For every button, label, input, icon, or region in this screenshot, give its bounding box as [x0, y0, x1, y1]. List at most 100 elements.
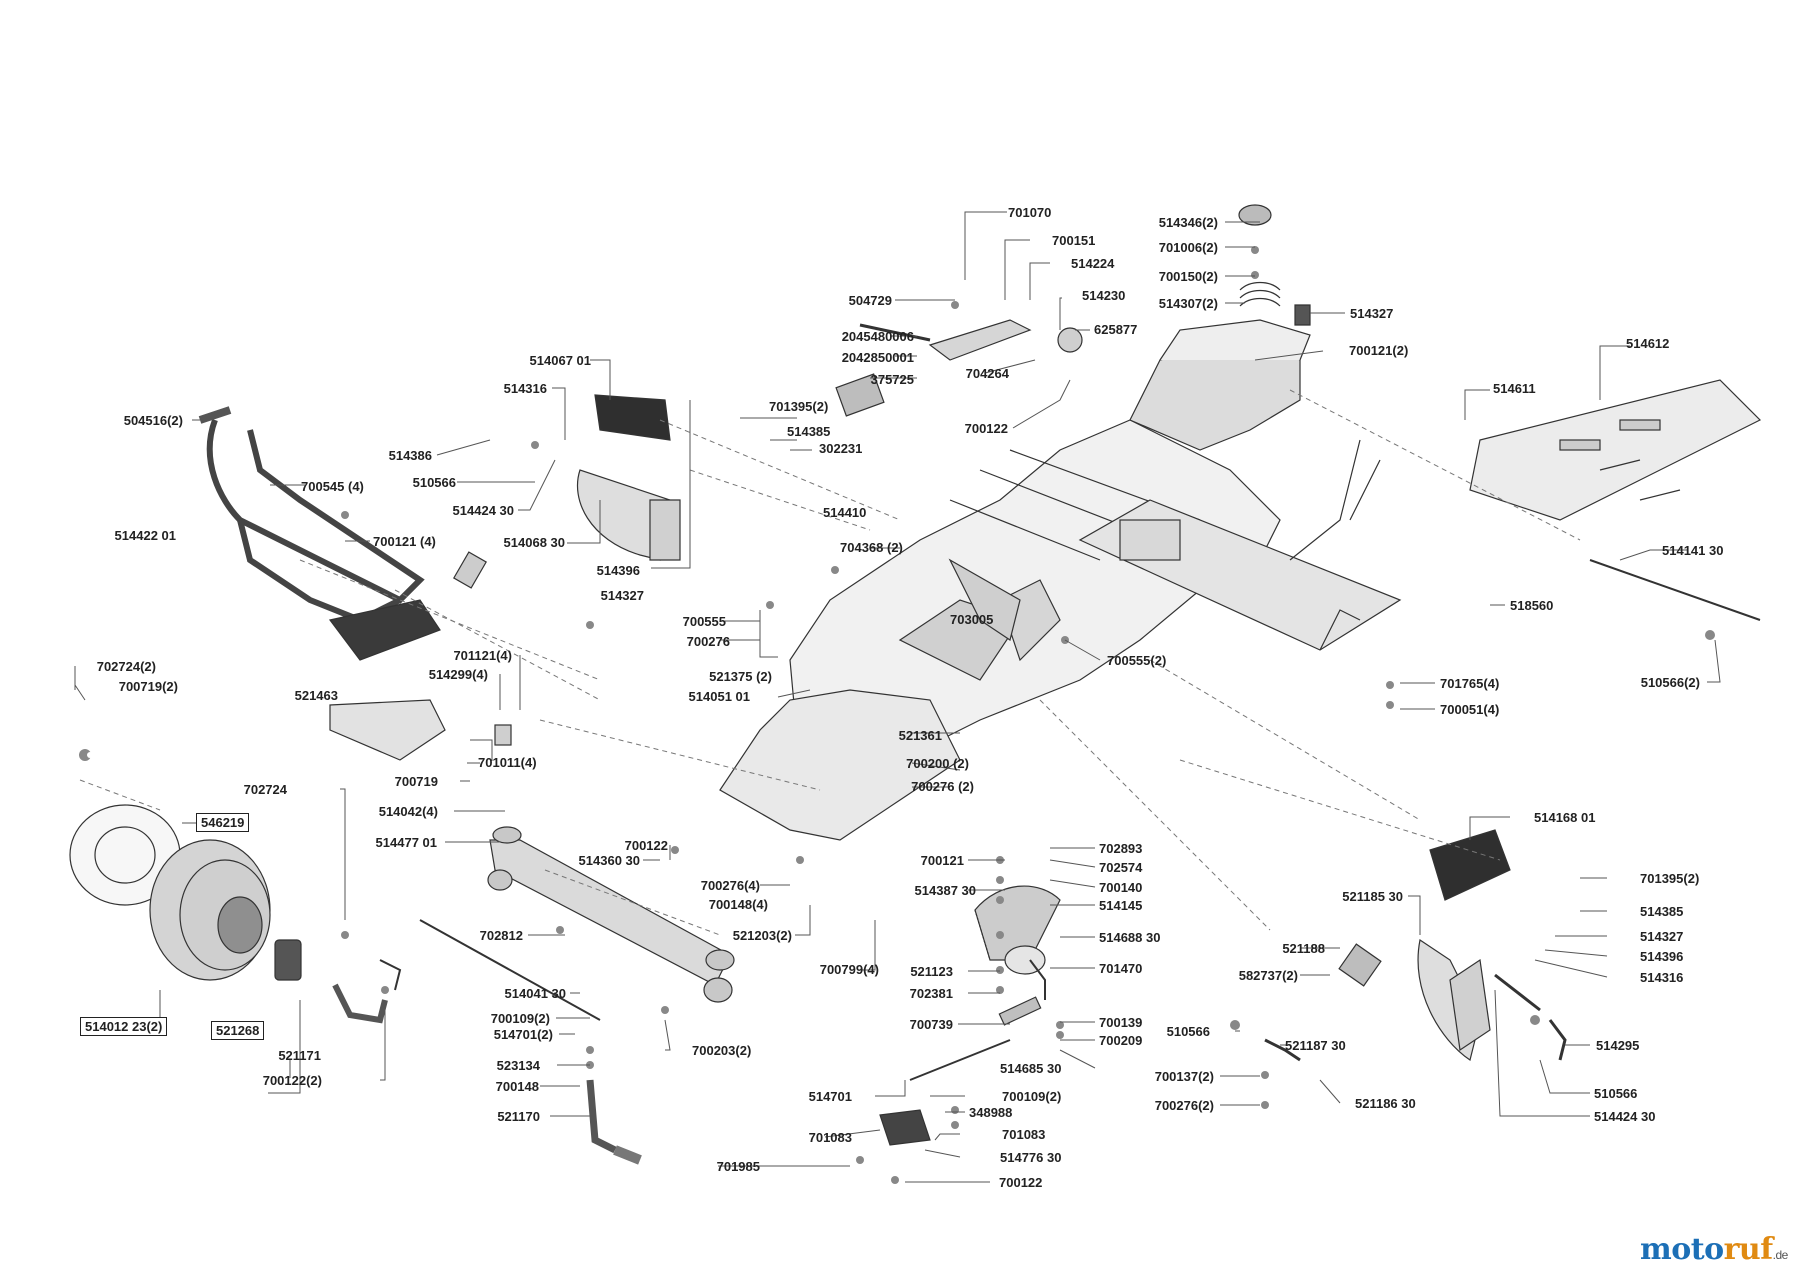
part-label: 700276(4): [700, 878, 760, 893]
part-label: 701006(2): [1158, 240, 1218, 255]
part-label: 504516(2): [123, 413, 183, 428]
part-label: 514041 30: [504, 986, 566, 1001]
rear-plate: [1469, 379, 1762, 521]
brand-accent: ruf: [1723, 1232, 1774, 1267]
part-label: 521203(2): [732, 928, 792, 943]
part-label: 700122(2): [262, 1073, 322, 1088]
part-label: 514051 01: [688, 689, 750, 704]
part-label: 700739: [909, 1017, 953, 1032]
part-521188: [1338, 943, 1382, 987]
part-label: 514410: [823, 505, 867, 520]
part-label: 700203(2): [692, 1043, 752, 1058]
part-label: 518560: [1510, 598, 1554, 613]
part-label: 521171: [278, 1048, 321, 1063]
part-label: 702574: [1099, 860, 1143, 875]
leader-lines: [74, 211, 1721, 1183]
part-label: 514424 30: [1594, 1109, 1656, 1124]
part-label: 2042850001: [841, 350, 914, 365]
part-label: 302231: [819, 441, 863, 456]
front-axle: [487, 826, 735, 1003]
part-label: 514776 30: [1000, 1150, 1062, 1165]
part-label: 703005: [950, 612, 994, 627]
part-label: 521170: [497, 1109, 540, 1124]
part-label: 700109(2): [1002, 1089, 1062, 1104]
part-label: 514327: [1640, 929, 1684, 944]
rod-514141: [1589, 559, 1761, 621]
brand-suffix: .de: [1772, 1248, 1789, 1262]
part-label: 701765(4): [1440, 676, 1500, 691]
part-label: 701011(4): [478, 755, 537, 770]
spindle-right: [586, 1079, 642, 1165]
part-label: 700719(2): [118, 679, 178, 694]
part-label: 700139: [1099, 1015, 1143, 1030]
spring-stack: [1238, 204, 1311, 326]
part-label: 514396: [596, 563, 640, 578]
part-label: 700276(2): [1154, 1098, 1214, 1113]
part-label: 700122: [999, 1175, 1043, 1190]
part-label: 514299(4): [428, 667, 488, 682]
drag-link: [909, 1039, 1011, 1081]
steering-sector: [974, 885, 1061, 1000]
part-label: 700151: [1052, 233, 1096, 248]
part-label: 704368 (2): [840, 540, 903, 555]
part-label: 514346(2): [1158, 215, 1218, 230]
part-label: 514385: [1640, 904, 1684, 919]
part-label: 514230: [1082, 288, 1126, 303]
main-frame: [719, 319, 1402, 841]
part-label: 514168 01: [1534, 810, 1596, 825]
part-label: 514688 30: [1099, 930, 1161, 945]
part-label: 348988: [969, 1105, 1013, 1120]
part-label: 702812: [479, 928, 523, 943]
part-label: 700200 (2): [906, 756, 969, 771]
part-label: 514360 30: [578, 853, 640, 868]
part-label: 510566: [412, 475, 456, 490]
pedal-left: [576, 394, 681, 561]
part-label: 514145: [1099, 898, 1143, 913]
part-label: 514224: [1071, 256, 1115, 271]
part-label: 700719: [394, 774, 438, 789]
part-label: 514327: [1350, 306, 1394, 321]
part-label: 514068 30: [503, 535, 565, 550]
part-label: 704264: [965, 366, 1009, 381]
front-bumper: [198, 406, 487, 661]
part-label: 521186 30: [1355, 1096, 1416, 1111]
bracket-521463: [329, 699, 446, 761]
part-label: 521463: [294, 688, 338, 703]
part-label-boxed: 546219: [196, 813, 250, 832]
part-label: 2045480006: [841, 329, 914, 344]
part-label: 702724(2): [96, 659, 156, 674]
part-label: 514685 30: [1000, 1061, 1062, 1076]
upper-linkage: [835, 319, 1083, 417]
part-label: 514612: [1626, 336, 1670, 351]
part-label: 514477 01: [375, 835, 437, 850]
part-label: 701121(4): [453, 648, 512, 663]
part-label: 700109(2): [490, 1011, 550, 1026]
part-label: 700150(2): [1158, 269, 1218, 284]
part-label: 700121(2): [1349, 343, 1409, 358]
part-label: 514295: [1596, 1038, 1640, 1053]
part-label: 514387 30: [914, 883, 976, 898]
part-label-boxed: 521268: [211, 1021, 265, 1040]
front-wheel-tire: [69, 804, 302, 981]
part-label: 700121 (4): [373, 534, 436, 549]
part-label: 514385: [787, 424, 831, 439]
part-label: 700148(4): [708, 897, 768, 912]
part-label: 700799(4): [819, 962, 879, 977]
part-label: 700276 (2): [911, 779, 974, 794]
part-label: 700555: [682, 614, 726, 629]
part-label: 625877: [1094, 322, 1138, 337]
part-label: 514042(4): [378, 804, 438, 819]
part-label: 514141 30: [1662, 543, 1724, 558]
part-label: 702381: [909, 986, 953, 1001]
part-label: 514422 01: [114, 528, 176, 543]
part-label: 514701: [808, 1089, 852, 1104]
bracket-514776: [879, 1109, 931, 1146]
part-label: 504729: [848, 293, 892, 308]
part-label: 510566: [1594, 1086, 1638, 1101]
part-label: 521187 30: [1285, 1038, 1346, 1053]
part-label: 701083: [808, 1130, 852, 1145]
part-label: 514611: [1493, 381, 1536, 396]
brand-main: moto: [1640, 1232, 1724, 1267]
